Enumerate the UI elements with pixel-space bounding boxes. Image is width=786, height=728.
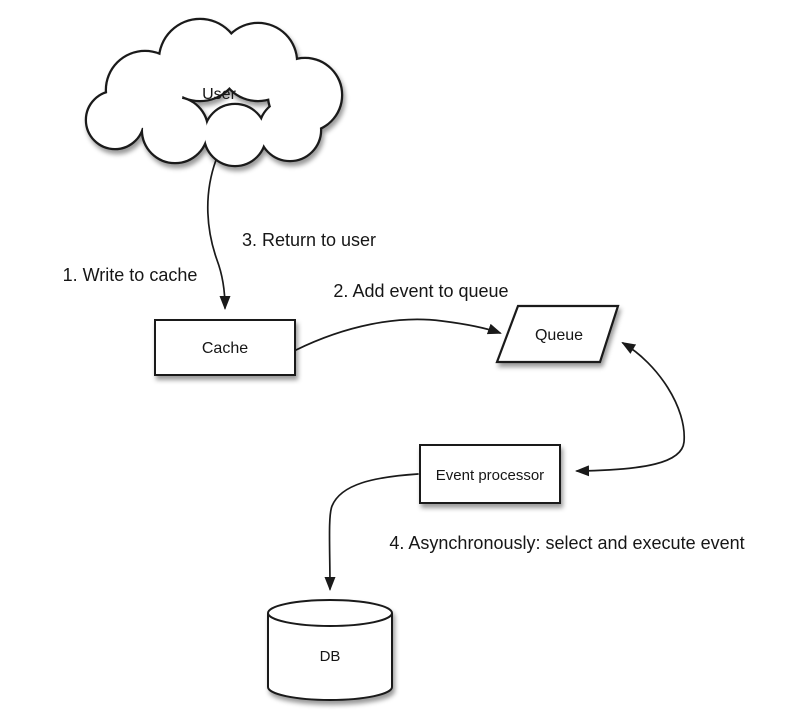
arrow-user-to-cache: [206, 159, 231, 310]
step-4-label: 4. Asynchronously: select and execute ev…: [389, 533, 744, 553]
event-processor-node-shape: [419, 444, 561, 504]
event-processor-node-label: Event processor: [436, 467, 544, 484]
arrow-cache-to-queue: [295, 318, 502, 351]
step-2-label: 2. Add event to queue: [333, 281, 508, 301]
cache-node-shape: [154, 319, 296, 376]
user-node-label: User: [202, 86, 236, 103]
queue-node-label: Queue: [535, 327, 583, 344]
db-node-label: DB: [320, 648, 341, 665]
cache-node-label: Cache: [202, 340, 248, 357]
arrow-queue-event-processor: [575, 341, 685, 477]
step-1-label: 1. Write to cache: [63, 265, 198, 285]
queue-node-shape: [495, 304, 620, 364]
db-node-shape: [267, 599, 393, 701]
step-3-label: 3. Return to user: [242, 230, 376, 250]
arrow-event-processor-to-db: [324, 473, 419, 591]
user-cloud-shape: [84, 17, 344, 168]
